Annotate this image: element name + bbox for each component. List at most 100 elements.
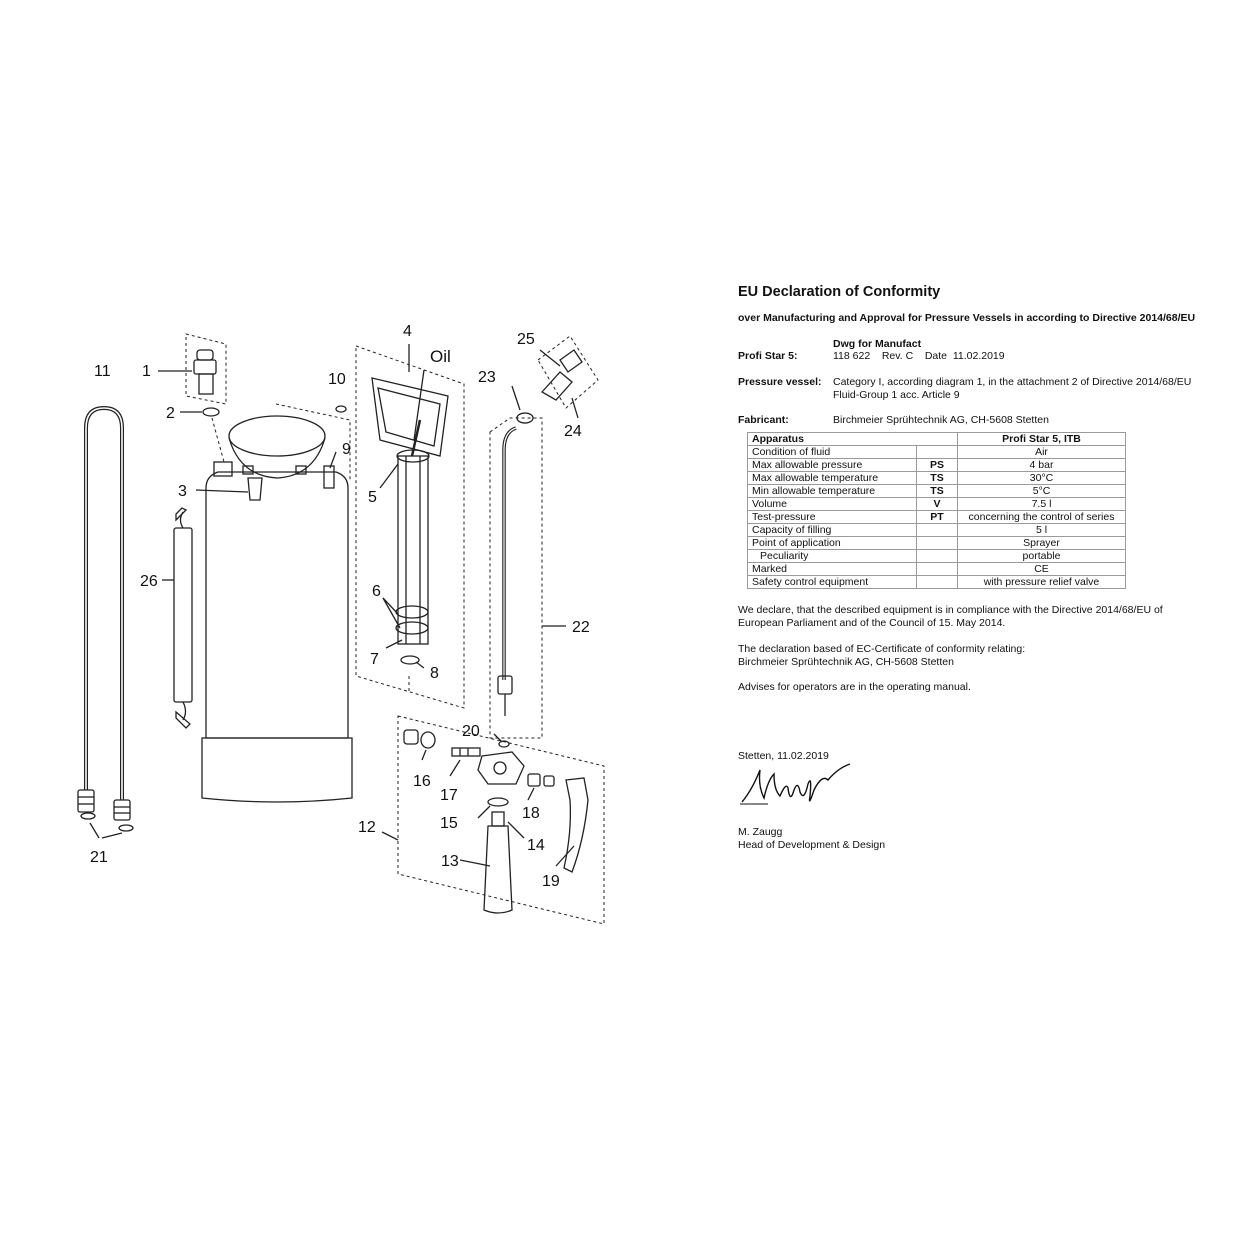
spec-value: portable [957, 549, 1126, 563]
spec-symbol: TS [916, 471, 958, 485]
spec-value: Sprayer [957, 536, 1126, 550]
spec-name: Marked [747, 562, 917, 576]
spec-value: 7.5 l [957, 497, 1126, 511]
spec-value: 4 bar [957, 458, 1126, 472]
table-row: Capacity of filling 5 l [747, 523, 1126, 537]
spec-name: Test-pressure [747, 510, 917, 524]
declaration-statement-line-1: We declare, that the described equipment… [738, 604, 1163, 616]
fabricant-value: Birchmeier Sprühtechnik AG, CH-5608 Stet… [833, 414, 1049, 426]
signer-title: Head of Development & Design [738, 839, 886, 851]
certificate-basis: The declaration based of EC-Certificate … [738, 643, 1228, 669]
callout-25: 25 [517, 331, 535, 348]
spec-value: concerning the control of series [957, 510, 1126, 524]
spec-name: Min allowable temperature [747, 484, 917, 498]
callout-2: 2 [166, 405, 175, 422]
part-nozzle [540, 349, 583, 401]
part-valve-body [477, 751, 525, 785]
signature [740, 763, 851, 805]
part-piston-seal [395, 605, 429, 619]
table-header-row: Apparatus Profi Star 5, ITB [747, 432, 1126, 446]
spec-name: Max allowable temperature [747, 471, 917, 485]
specification-table: Apparatus Profi Star 5, ITB Condition of… [747, 432, 1126, 589]
callout-21: 21 [90, 849, 108, 866]
callout-8: 8 [430, 665, 439, 682]
callout-11: 11 [94, 363, 111, 380]
callout-7: 7 [370, 651, 379, 668]
part-carrying-strap [173, 507, 193, 729]
part-tank [201, 415, 353, 803]
spec-symbol: PT [916, 510, 958, 524]
spec-name: Capacity of filling [747, 523, 917, 537]
part-trigger-lever [563, 777, 589, 873]
part-piston-seal [395, 621, 429, 635]
part-pressure-valve [323, 465, 335, 489]
callout-18: 18 [522, 805, 540, 822]
spec-symbol [916, 523, 958, 537]
product-value: 118 622 Rev. C Date 11.02.2019 [833, 350, 1005, 362]
vessel-line-1: Category I, according diagram 1, in the … [833, 376, 1192, 388]
callout-20: 20 [462, 723, 480, 740]
callout-10: 10 [328, 371, 346, 388]
callout-1: 1 [142, 363, 151, 380]
part-grip [483, 811, 513, 914]
callout-15: 15 [440, 815, 458, 832]
spec-name: Peculiarity [747, 549, 917, 563]
callout-26: 26 [140, 573, 158, 590]
certificate-basis-line-2: Birchmeier Sprühtechnik AG, CH-5608 Stet… [738, 656, 954, 668]
spec-symbol: TS [916, 484, 958, 498]
operator-advice: Advises for operators are in the operati… [738, 681, 971, 693]
callout-3: 3 [178, 483, 187, 500]
callout-19: 19 [542, 873, 560, 890]
spec-name: Condition of fluid [747, 445, 917, 459]
callout-16: 16 [413, 773, 431, 790]
spec-symbol [916, 536, 958, 550]
spec-value: 5 l [957, 523, 1126, 537]
callout-oil: Oil [430, 347, 451, 366]
callout-13: 13 [441, 853, 459, 870]
table-row: Point of application Sprayer [747, 536, 1126, 550]
part-nut [403, 729, 419, 745]
declaration-statement-line-2: European Parliament and of the Council o… [738, 617, 1006, 629]
product-label: Profi Star 5: [738, 350, 798, 362]
table-header-apparatus: Apparatus [747, 432, 958, 446]
table-header-product: Profi Star 5, ITB [957, 432, 1126, 446]
callout-6: 6 [372, 583, 381, 600]
part-nipple [247, 477, 263, 501]
spec-value: CE [957, 562, 1126, 576]
part-washer [202, 407, 220, 417]
table-row: Peculiarity portable [747, 549, 1126, 563]
declaration-statement: We declare, that the described equipment… [738, 604, 1228, 630]
spec-symbol [916, 445, 958, 459]
spec-symbol: V [916, 497, 958, 511]
callout-24: 24 [564, 423, 582, 440]
dwg-heading: Dwg for Manufact [833, 338, 922, 350]
vessel-line-2: Fluid-Group 1 acc. Article 9 [833, 389, 960, 401]
part-seal [420, 731, 436, 749]
spec-value: 30°C [957, 471, 1126, 485]
part-bushing [527, 773, 541, 787]
part-o-ring [498, 740, 510, 748]
callout-5: 5 [368, 489, 377, 506]
part-o-ring [335, 405, 347, 413]
part-valve-pin [451, 747, 481, 757]
spec-symbol [916, 575, 958, 589]
spec-name: Max allowable pressure [747, 458, 917, 472]
spec-name: Point of application [747, 536, 917, 550]
table-row: Marked CE [747, 562, 1126, 576]
part-hose [77, 405, 131, 821]
part-pump-handle [371, 377, 449, 457]
part-lance-seal [516, 412, 534, 424]
part-valve-disc [400, 655, 420, 665]
callout-14: 14 [527, 837, 545, 854]
callout-12: 12 [358, 819, 376, 836]
part-spray-lance [497, 426, 517, 716]
spec-name: Volume [747, 497, 917, 511]
vessel-label: Pressure vessel: [738, 376, 822, 388]
spec-value: with pressure relief valve [957, 575, 1126, 589]
document-subtitle: over Manufacturing and Approval for Pres… [738, 312, 1196, 324]
